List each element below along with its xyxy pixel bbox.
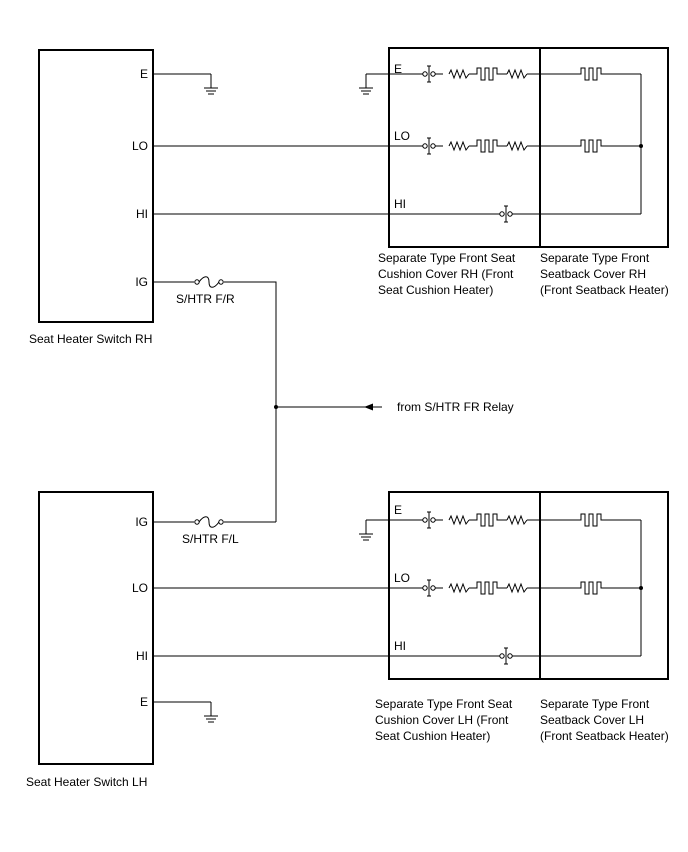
switch-lh-title: Seat Heater Switch LH [26,775,147,789]
pin-lo-label: LO [132,581,148,595]
seatback-label-line: Separate Type Front [540,251,650,265]
seat-heater-switch-rh: E LO HI IG Seat Heater Switch RH [29,49,154,346]
heater-pin-hi: HI [394,639,406,653]
relay-label: from S/HTR FR Relay [397,400,514,414]
thermostat-icon [495,647,521,665]
pin-e-label: E [140,695,148,709]
heater-lh: E LO HI Separate Type Front Seat Cushion… [358,491,669,743]
pin-ig-label: IG [135,275,148,289]
fuse-lh-label: S/HTR F/L [182,532,239,546]
seat-heater-switch-lh: IG LO HI E Seat Heater Switch LH [26,491,154,789]
fuse-icon [194,516,224,528]
seatback-label-line: (Front Seatback Heater) [540,729,669,743]
cushion-label-line: Cushion Cover LH (Front [375,713,509,727]
heater-pin-lo: LO [394,129,410,143]
seatback-label-line: Separate Type Front [540,697,650,711]
arrow-left-icon [364,403,373,411]
heater-pin-lo: LO [394,571,410,585]
heater-rh: E LO HI Separate Type Front Seat Cushion… [358,47,669,297]
relay-feed: from S/HTR FR Relay [274,400,514,414]
pin-hi-label: HI [136,207,148,221]
pin-hi-label: HI [136,649,148,663]
cushion-label-line: Seat Cushion Heater) [375,729,490,743]
switch-rh-title: Seat Heater Switch RH [29,332,152,346]
cushion-label-line: Separate Type Front Seat [378,251,516,265]
seatback-label-line: (Front Seatback Heater) [540,283,669,297]
ground-icon [358,519,374,541]
cushion-label-line: Cushion Cover RH (Front [378,267,514,281]
fuse-rh-label: S/HTR F/R [176,292,235,306]
ground-icon [203,73,219,95]
cushion-label-line: Seat Cushion Heater) [378,283,493,297]
rh-wiring: S/HTR F/R [153,73,389,520]
ground-icon [203,701,219,723]
cushion-label-line: Separate Type Front Seat [375,697,513,711]
heater-pin-hi: HI [394,197,406,211]
seatback-label-line: Seatback Cover LH [540,713,644,727]
fuse-icon [194,276,224,288]
heater-pin-e: E [394,62,402,76]
ground-icon [358,73,374,95]
heater-pin-e: E [394,503,402,517]
seatback-label-line: Seatback Cover RH [540,267,646,281]
thermostat-icon [495,205,521,223]
lh-wiring: S/HTR F/L [153,516,389,723]
pin-e-label: E [140,67,148,81]
pin-ig-label: IG [135,515,148,529]
pin-lo-label: LO [132,139,148,153]
